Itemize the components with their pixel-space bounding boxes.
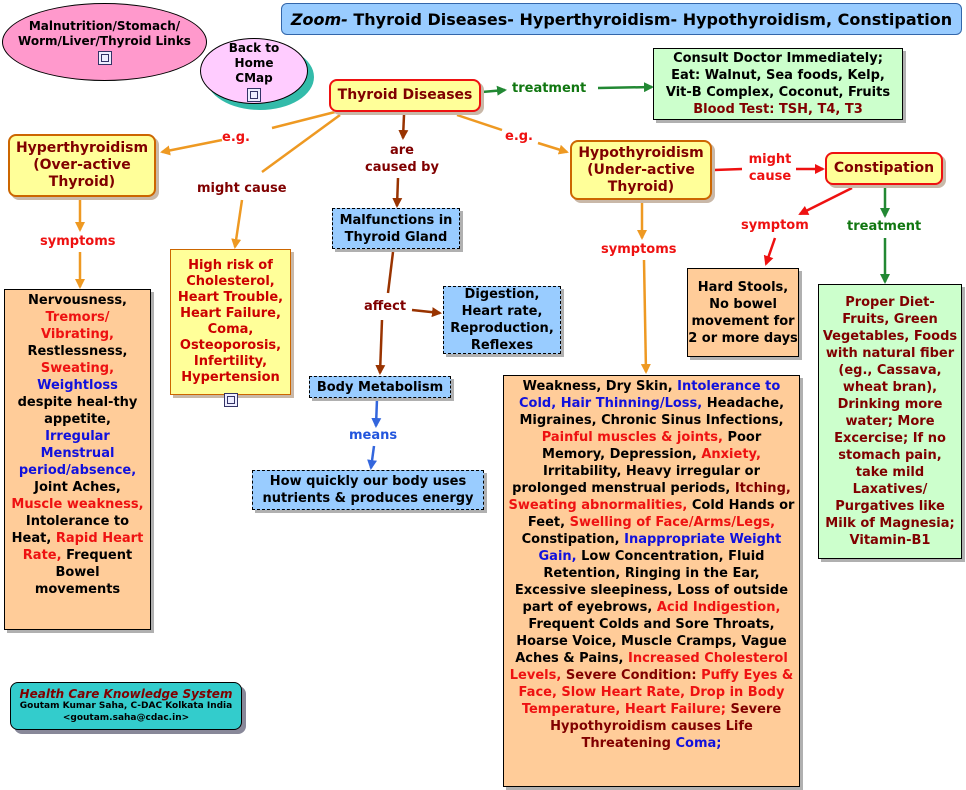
symptom-item: Severe Condition: bbox=[565, 668, 702, 683]
body-metabolism-node: Body Metabolism bbox=[309, 376, 451, 398]
credit-author: Goutam Kumar Saha, C-DAC Kolkata India bbox=[19, 701, 233, 711]
hyperthyroidism-node: Hyperthyroidism (Over-active Thyroid) bbox=[8, 134, 156, 197]
hypothyroidism-label: Hypothyroidism (Under-active Thyroid) bbox=[578, 144, 704, 195]
symptom-item: Poor Memory, Depression, bbox=[542, 430, 762, 462]
consult-node: Consult Doctor Immediately; Eat: Walnut,… bbox=[653, 48, 903, 120]
proper-diet-node: Proper Diet- Fruits, Green Vegetables, F… bbox=[818, 284, 962, 559]
how-quickly-node: How quickly our body uses nutrients & pr… bbox=[252, 470, 484, 510]
high-risk-label: High risk of Cholesterol, Heart Trouble,… bbox=[177, 258, 284, 385]
malfunctions-node: Malfunctions in Thyroid Gland bbox=[332, 208, 460, 249]
malnutrition-links-label: Malnutrition/Stomach/ Worm/Liver/Thyroid… bbox=[18, 19, 191, 48]
symptoms-label-hyper: symptoms bbox=[40, 234, 116, 249]
treatment-label: treatment bbox=[512, 81, 587, 96]
symptom-item: Restlessness, bbox=[27, 344, 128, 359]
symptom-item: Irritability, Heavy irregular or prolong… bbox=[512, 464, 761, 496]
body-metabolism-label: Body Metabolism bbox=[316, 379, 444, 395]
digestion-label: Digestion, Heart rate, Reproduction, Ref… bbox=[450, 287, 554, 353]
symptom-item: Muscle weakness, bbox=[11, 497, 144, 512]
how-quickly-label: How quickly our body uses nutrients & pr… bbox=[262, 474, 474, 506]
symptom-item: Weakness, Dry Skin, bbox=[522, 379, 678, 394]
back-to-home-node[interactable]: Back to Home CMap bbox=[200, 38, 308, 104]
hyperthyroidism-label: Hyperthyroidism (Over-active Thyroid) bbox=[15, 140, 149, 190]
constipation-label: Constipation bbox=[833, 160, 935, 176]
consult-line-1: Consult Doctor Immediately; bbox=[673, 51, 883, 66]
malnutrition-links-node[interactable]: Malnutrition/Stomach/ Worm/Liver/Thyroid… bbox=[2, 3, 207, 81]
consult-line-4: Blood Test: TSH, T4, T3 bbox=[693, 102, 863, 117]
symptom-item: Joint Aches, bbox=[34, 480, 121, 495]
symptom-item: Sweating, bbox=[40, 361, 115, 376]
concept-map-icon[interactable] bbox=[97, 51, 112, 65]
symptom-item: despite heal-thy appetite, bbox=[17, 395, 138, 427]
consult-line-3: Vit-B Complex, Coconut, Fruits bbox=[665, 85, 891, 100]
symptom-item: Intolerance to Heat, bbox=[11, 514, 130, 546]
symptom-item: Puffy Eyes & Face, Slow Heart Rate, Drop… bbox=[518, 668, 794, 717]
symptom-item: Sweating abnormalities, bbox=[508, 498, 692, 513]
eg-label-right: e.g. bbox=[505, 129, 533, 144]
symptom-item: Inappropriate Weight Gain, bbox=[538, 532, 782, 564]
symptom-item: Itching, bbox=[734, 481, 791, 496]
symptom-item: Rapid Heart Rate, bbox=[22, 531, 144, 563]
are-caused-by-label: are caused by bbox=[365, 143, 439, 175]
hyperthyroidism-symptoms-list: Nervousness, Tremors/ Vibrating, Restles… bbox=[4, 289, 151, 630]
symptom-item: Low Concentration, Fluid Retention, Ring… bbox=[514, 549, 789, 615]
symptom-item: Hair Thinning/Loss, bbox=[560, 396, 707, 411]
high-risk-node: High risk of Cholesterol, Heart Trouble,… bbox=[170, 249, 291, 395]
consult-line-2: Eat: Walnut, Sea foods, Kelp, bbox=[671, 68, 885, 83]
affect-label: affect bbox=[364, 299, 407, 314]
hypothyroidism-node: Hypothyroidism (Under-active Thyroid) bbox=[570, 140, 712, 200]
hard-stools-label: Hard Stools, No bowel movement for 2 or … bbox=[688, 279, 798, 346]
symptom-item: Painful muscles & joints, bbox=[541, 430, 728, 445]
symptom-item: Weightloss bbox=[37, 378, 118, 393]
concept-map-icon[interactable] bbox=[224, 393, 238, 407]
symptom-item: Swelling of Face/Arms/Legs, bbox=[569, 515, 776, 530]
proper-diet-label: Proper Diet- Fruits, Green Vegetables, F… bbox=[822, 295, 958, 548]
might-cause-label: might cause bbox=[197, 181, 287, 196]
symptom-item: Intolerance to Cold, bbox=[518, 379, 781, 411]
back-to-home-label: Back to Home CMap bbox=[228, 40, 280, 85]
might-cause-label-constipation: might cause bbox=[748, 152, 792, 184]
hard-stools-node: Hard Stools, No bowel movement for 2 or … bbox=[687, 268, 799, 357]
means-label: means bbox=[349, 428, 398, 443]
title-text: Thyroid Diseases- Hyperthyroidism- Hypot… bbox=[347, 9, 953, 29]
thyroid-diseases-label: Thyroid Diseases bbox=[337, 87, 473, 103]
thyroid-diseases-node: Thyroid Diseases bbox=[329, 79, 481, 112]
malfunctions-label: Malfunctions in Thyroid Gland bbox=[339, 212, 453, 245]
symptom-item: Cold Hands or Feet, bbox=[527, 498, 795, 530]
symptom-item: Coma; bbox=[675, 736, 722, 751]
constipation-node: Constipation bbox=[825, 152, 943, 185]
credit-email: <goutam.saha@cdac.in> bbox=[62, 713, 190, 723]
symptom-item: Tremors/ Vibrating, bbox=[41, 310, 114, 342]
title-zoom: Zoom- bbox=[290, 9, 348, 29]
hypothyroidism-symptoms-list: Weakness, Dry Skin, Intolerance to Cold,… bbox=[503, 375, 800, 787]
symptom-item: Frequent Colds and Sore Throats, Hoarse … bbox=[515, 617, 787, 666]
symptom-item: Irregular Menstrual period/absence, bbox=[18, 429, 137, 478]
symptom-item: Frequent Bowel movements bbox=[34, 548, 133, 597]
symptom-item: Anxiety, bbox=[701, 447, 761, 462]
symptom-item: Severe Hypothyroidism causes Life Threat… bbox=[550, 702, 782, 751]
credit-title: Health Care Knowledge System bbox=[19, 687, 233, 701]
concept-map-icon[interactable] bbox=[247, 87, 261, 102]
symptom-item: Increased Cholesterol Levels, bbox=[509, 651, 788, 683]
symptom-item: Headache, Migraines, Chronic Sinus Infec… bbox=[519, 396, 785, 428]
symptom-item: Acid Indigestion, bbox=[656, 600, 781, 615]
symptom-item: Nervousness, bbox=[28, 293, 127, 308]
symptoms-label-hypo: symptoms bbox=[601, 242, 677, 257]
digestion-node: Digestion, Heart rate, Reproduction, Ref… bbox=[443, 286, 561, 354]
treatment-label-constipation: treatment bbox=[847, 219, 922, 234]
page-title: Zoom- Thyroid Diseases- Hyperthyroidism-… bbox=[281, 3, 962, 35]
eg-label-left: e.g. bbox=[222, 130, 250, 145]
credit-box: Health Care Knowledge System Goutam Kuma… bbox=[10, 682, 242, 730]
symptom-label-constipation: symptom bbox=[741, 218, 809, 233]
symptom-item: Constipation, bbox=[521, 532, 625, 547]
